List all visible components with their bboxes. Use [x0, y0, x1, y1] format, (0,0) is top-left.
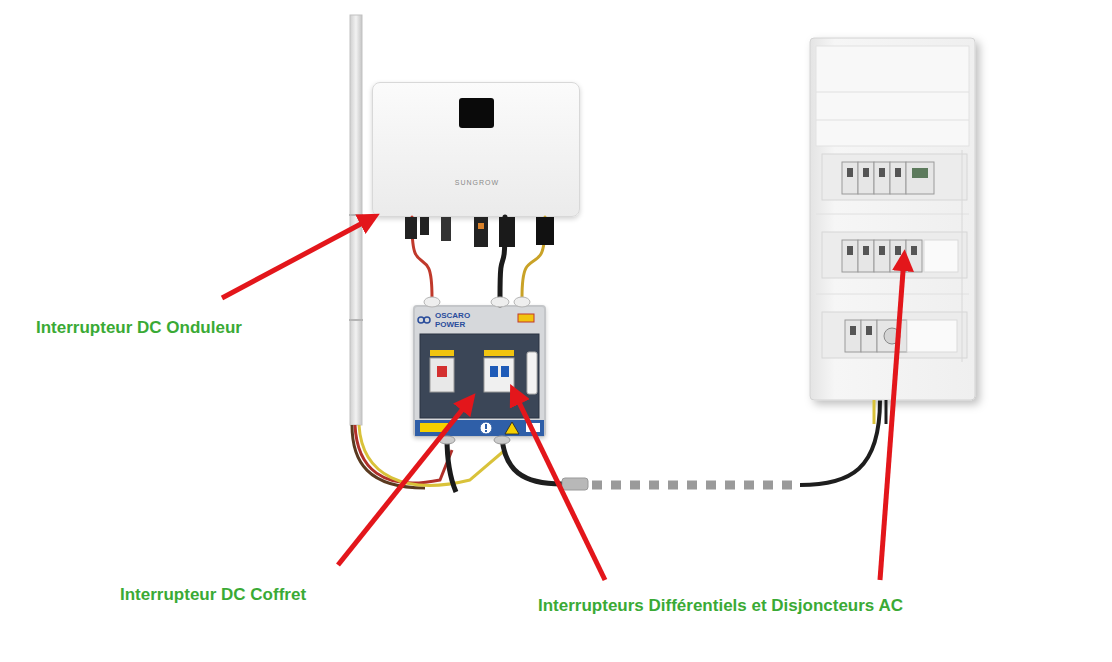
ac-cable — [800, 400, 880, 485]
panel-line — [816, 92, 969, 93]
conduit-pipe — [350, 15, 362, 425]
breaker-toggle — [863, 246, 869, 255]
info-symbol — [480, 422, 492, 434]
info-symbol — [485, 424, 487, 429]
switch-mark — [478, 223, 484, 229]
breaker — [874, 240, 890, 272]
callout-label: Interrupteur DC Coffret — [120, 585, 306, 605]
warning-label — [420, 423, 448, 432]
breaker — [858, 240, 874, 272]
dotted-cable — [592, 481, 800, 490]
rating-sticker — [430, 350, 454, 356]
panel-line — [816, 294, 969, 295]
breaker-toggle — [847, 246, 853, 255]
blank-cover — [924, 240, 958, 272]
panel-line — [816, 214, 969, 215]
brand-logo: SUNGROW — [373, 179, 581, 187]
rating-sticker — [484, 350, 514, 356]
meter — [906, 162, 934, 194]
breaker-toggle — [879, 246, 885, 255]
logo-symbol — [424, 317, 430, 323]
cable-gland — [439, 436, 455, 444]
info-symbol — [485, 430, 487, 432]
cover-latch — [527, 352, 537, 394]
breaker — [842, 162, 858, 194]
breaker-toggle — [863, 168, 869, 177]
pointer-arrow — [514, 392, 605, 580]
breaker-row — [822, 154, 967, 200]
cable-gland — [424, 297, 440, 307]
cable-gland — [514, 297, 530, 307]
breaker-row — [822, 312, 967, 358]
breaker-toggle — [911, 246, 917, 255]
wire — [873, 400, 876, 424]
logo-symbol — [418, 317, 424, 323]
breaker — [874, 162, 890, 194]
breaker — [890, 240, 906, 272]
callout-label: Interrupteur DC Onduleur — [36, 318, 242, 338]
inverter-display — [459, 98, 494, 128]
cable-gland — [494, 436, 510, 444]
dc-toggle — [437, 366, 447, 377]
breaker — [845, 320, 861, 352]
breaker-toggle — [866, 326, 872, 335]
breaker — [890, 162, 906, 194]
warning-sticker — [518, 314, 534, 322]
cable-connector — [500, 217, 505, 305]
cable — [447, 438, 456, 492]
warning-triangle — [505, 422, 519, 434]
breaker-toggle — [895, 168, 901, 177]
brand-logo: OSCARO POWER — [435, 312, 475, 330]
dc-connector — [441, 217, 451, 241]
label-strip — [415, 420, 544, 436]
cable-connector — [562, 478, 588, 490]
breaker — [906, 240, 922, 272]
panel-line — [962, 150, 963, 362]
cable-connector — [522, 217, 545, 305]
dc-connector — [405, 217, 417, 239]
breaker-toggle — [850, 326, 856, 335]
breaker-toggle — [879, 168, 885, 177]
pointer-arrow — [880, 258, 904, 580]
pipe-joint — [349, 319, 363, 321]
meter-display — [912, 168, 928, 178]
ac-breaker — [484, 358, 514, 392]
cable-gland — [491, 297, 509, 307]
breaker-toggle — [895, 246, 901, 255]
pointer-arrow — [338, 400, 470, 565]
callout-label: Interrupteurs Différentiels et Disjoncte… — [538, 596, 903, 616]
breaker — [858, 162, 874, 194]
breaker — [842, 240, 858, 272]
wire — [885, 400, 888, 424]
ac-toggle — [501, 366, 509, 377]
ac-cable — [502, 438, 562, 484]
ac-connector — [499, 217, 515, 247]
breaker-window — [420, 334, 539, 418]
inverter-box: SUNGROW — [372, 82, 580, 217]
cable-connector — [412, 217, 432, 305]
dc-breaker — [430, 358, 454, 392]
pointer-arrow — [222, 218, 372, 298]
ac-connector — [536, 217, 554, 245]
dc-connector — [420, 217, 429, 235]
socket — [877, 320, 907, 352]
pipe-joint — [349, 214, 363, 216]
panel-line — [816, 120, 969, 121]
ac-toggle — [490, 366, 498, 377]
breaker — [861, 320, 877, 352]
junction-box: OSCARO POWER — [413, 305, 546, 437]
warning-label — [526, 423, 540, 432]
breaker-toggle — [847, 168, 853, 177]
socket-face — [884, 328, 900, 344]
breaker-row — [822, 232, 967, 278]
dc-switch — [474, 217, 488, 247]
blank-cover — [907, 320, 957, 352]
panel-cover — [816, 46, 969, 146]
electrical-panel — [810, 38, 975, 400]
